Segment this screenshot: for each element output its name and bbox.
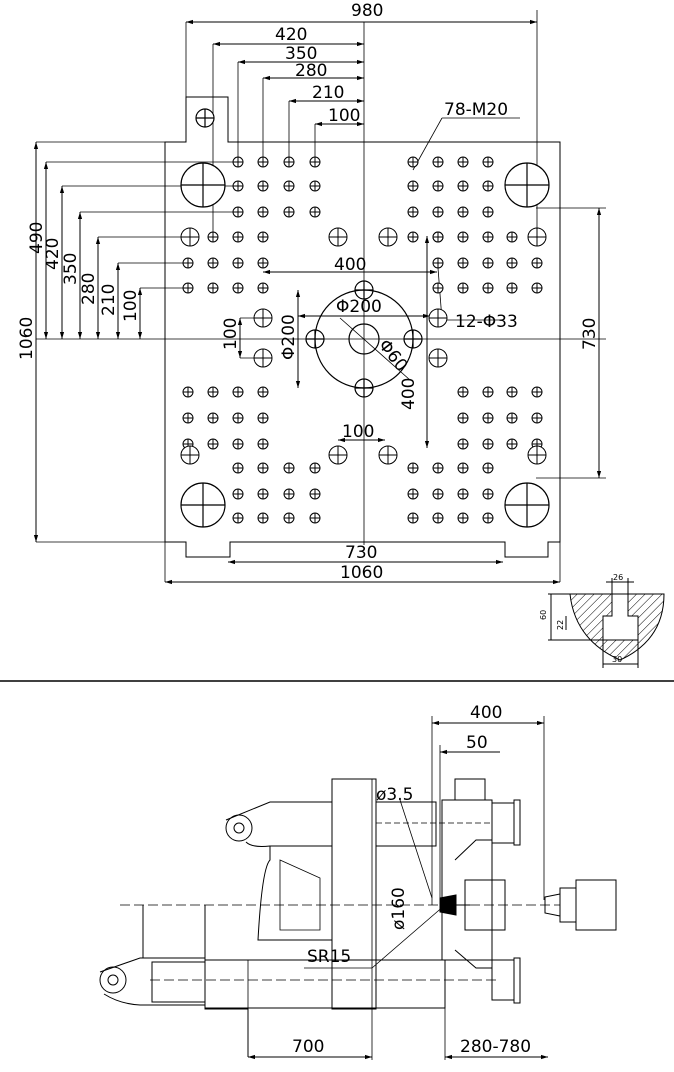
vertical-400: 400	[399, 378, 419, 410]
dim-350v: 350	[61, 253, 81, 285]
mold-thickness: 280-780	[460, 1037, 531, 1057]
moving-platen	[331, 778, 377, 1010]
mold-opening: 700	[292, 1037, 324, 1057]
platen-width-label: 1060	[340, 563, 383, 583]
stroke-label: 400	[470, 703, 502, 723]
side-view	[99, 716, 617, 1060]
tie-bar-clearance-label: 730	[345, 543, 377, 563]
platen-height-label: 1060	[17, 317, 37, 360]
side-view-labels: 400 50 ø3.5 ø160 SR15 700 280-780	[292, 703, 531, 1057]
dim-210v: 210	[99, 284, 119, 316]
dim-280v: 280	[79, 273, 99, 305]
slot-top-width: 26	[613, 573, 623, 582]
ring-dia: Φ200	[336, 297, 382, 317]
dim-350: 350	[285, 44, 317, 64]
dim-100v: 100	[121, 290, 141, 322]
left-100: 100	[221, 318, 241, 350]
dim-420: 420	[275, 25, 307, 45]
dim-490: 490	[27, 222, 47, 254]
center-hole-dim: 400	[334, 255, 366, 275]
slot-depth: 60	[539, 610, 548, 620]
injection-unit	[575, 879, 617, 931]
dim-210: 210	[312, 83, 344, 103]
locating-ring	[305, 280, 423, 398]
bottom-100: 100	[342, 422, 374, 442]
thread-callout: 78-M20	[444, 100, 508, 120]
locate-ring: ø160	[389, 887, 409, 930]
ring-dia-vertical: Φ200	[279, 314, 299, 360]
hole-callout: 12-Φ33	[455, 312, 518, 332]
nozzle-dim: 50	[466, 733, 488, 753]
platen-labels: 980 420 350 280 210 100 78-M20 400 Φ200 …	[17, 1, 600, 583]
nozzle-hole: ø3.5	[376, 785, 413, 805]
platen-outline	[164, 96, 561, 558]
overall-width-label: 980	[351, 1, 383, 21]
dim-420v: 420	[43, 238, 63, 270]
t-slot-detail	[548, 578, 665, 668]
tie-bar-vertical-label: 730	[580, 318, 600, 350]
slot-bottom-width: 30	[612, 655, 622, 664]
sphere-radius: SR15	[307, 947, 351, 967]
threaded-holes	[180, 156, 547, 524]
t-slot-labels: 26 60 22 30	[539, 573, 623, 664]
dim-280: 280	[295, 61, 327, 81]
slot-neck: 22	[556, 620, 565, 630]
tie-bar-holes	[180, 108, 550, 528]
dim-100: 100	[328, 106, 360, 126]
center-bore: Φ60	[374, 336, 411, 376]
